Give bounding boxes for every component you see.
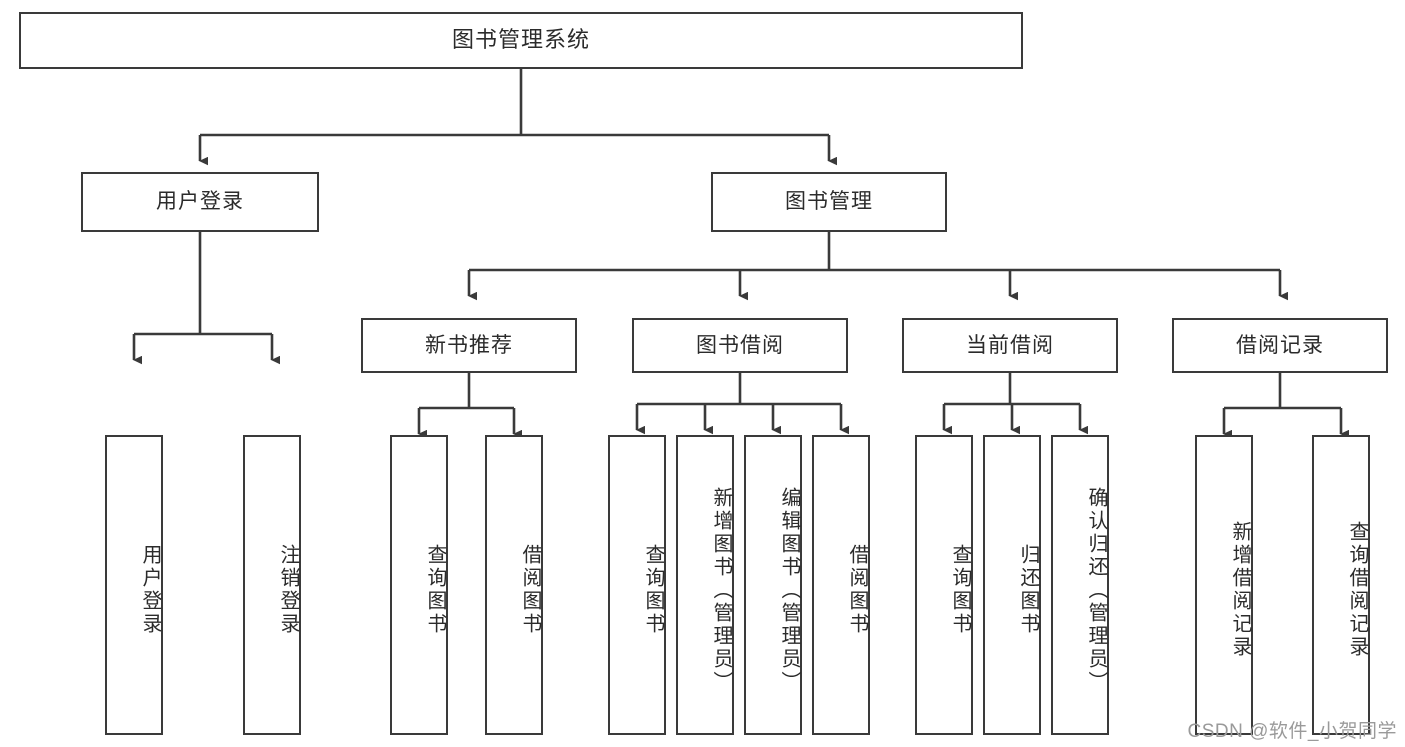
node-borrow-record[interactable]: 借阅记录 xyxy=(1172,318,1388,373)
leaf-user-login[interactable]: 用户登录 xyxy=(105,435,163,735)
node-label: 借阅记录 xyxy=(1236,333,1324,357)
node-new-book-recommend[interactable]: 新书推荐 xyxy=(361,318,577,373)
node-label: 用户登录 xyxy=(139,544,161,636)
node-label: 确认归还（管理员） xyxy=(1085,486,1107,694)
node-label: 新书推荐 xyxy=(425,333,513,357)
leaf-borrow-book-newbook[interactable]: 借阅图书 xyxy=(485,435,543,735)
node-label: 新增图书（管理员） xyxy=(710,486,732,694)
node-label: 图书借阅 xyxy=(696,333,784,357)
node-label: 注销登录 xyxy=(277,544,299,636)
node-label: 借阅图书 xyxy=(519,544,541,636)
leaf-logout-login[interactable]: 注销登录 xyxy=(243,435,301,735)
leaf-query-book-newbook[interactable]: 查询图书 xyxy=(390,435,448,735)
node-current-borrow[interactable]: 当前借阅 xyxy=(902,318,1118,373)
node-label: 借阅图书 xyxy=(846,544,868,636)
node-user-login-module[interactable]: 用户登录 xyxy=(81,172,319,232)
leaf-query-book-current[interactable]: 查询图书 xyxy=(915,435,973,735)
node-label: 归还图书 xyxy=(1017,544,1039,636)
node-label: 查询借阅记录 xyxy=(1346,521,1368,659)
leaf-borrow-book[interactable]: 借阅图书 xyxy=(812,435,870,735)
node-label: 查询图书 xyxy=(949,544,971,636)
node-label: 新增借阅记录 xyxy=(1229,521,1251,659)
node-label: 用户登录 xyxy=(156,190,244,214)
node-book-borrow[interactable]: 图书借阅 xyxy=(632,318,848,373)
leaf-query-borrow-record[interactable]: 查询借阅记录 xyxy=(1312,435,1370,735)
node-label: 图书管理系统 xyxy=(451,27,590,53)
leaf-add-borrow-record[interactable]: 新增借阅记录 xyxy=(1195,435,1253,735)
node-book-management-module[interactable]: 图书管理 xyxy=(711,172,947,232)
node-label: 图书管理 xyxy=(785,190,873,214)
node-label: 查询图书 xyxy=(424,544,446,636)
node-label: 编辑图书（管理员） xyxy=(778,486,800,694)
csdn-watermark: CSDN @软件_小贺同学 xyxy=(1187,721,1397,742)
node-root-system[interactable]: 图书管理系统 xyxy=(19,12,1023,69)
leaf-add-book-admin[interactable]: 新增图书（管理员） xyxy=(676,435,734,735)
node-label: 当前借阅 xyxy=(966,333,1054,357)
leaf-query-book-borrow[interactable]: 查询图书 xyxy=(608,435,666,735)
node-label: 查询图书 xyxy=(642,544,664,636)
leaf-return-book[interactable]: 归还图书 xyxy=(983,435,1041,735)
leaf-confirm-return-admin[interactable]: 确认归还（管理员） xyxy=(1051,435,1109,735)
leaf-edit-book-admin[interactable]: 编辑图书（管理员） xyxy=(744,435,802,735)
